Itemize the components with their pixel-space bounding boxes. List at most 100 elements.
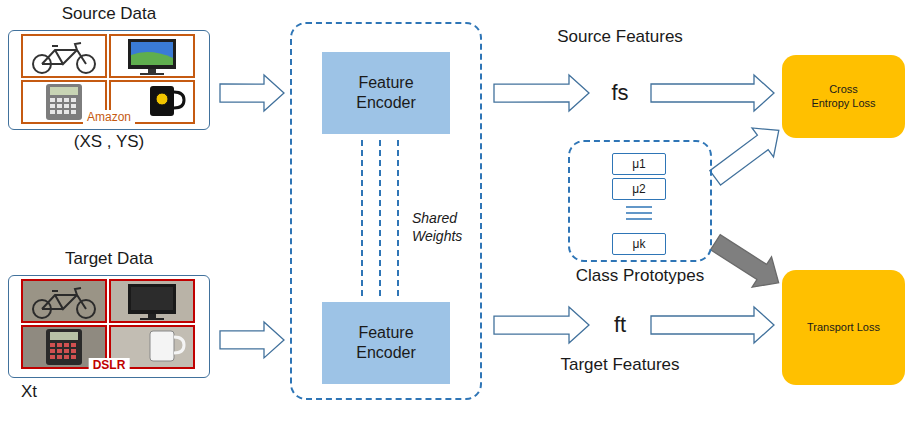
calculator-picture <box>50 349 55 353</box>
monitor-picture <box>140 318 164 320</box>
calculator-picture <box>57 98 62 102</box>
shared-weight-lines <box>362 140 398 296</box>
calculator-picture <box>46 84 82 120</box>
amazon-photo-collage <box>22 35 194 123</box>
shared-weight-lines <box>379 140 381 296</box>
calculator-picture <box>50 332 78 340</box>
box-label: Cross Entropy Loss <box>810 83 878 111</box>
monitor-picture <box>128 39 176 69</box>
encoder-box: Feature Encoder <box>322 52 450 134</box>
dashed-group: Shared WeightsFeature EncoderFeature Enc… <box>290 22 482 400</box>
dataset-tag: Amazon <box>83 110 135 124</box>
block-arrow <box>711 235 779 288</box>
dslr-photo-collage <box>110 280 194 322</box>
feature-heading: Target Features <box>560 355 679 375</box>
box-heading: Source Data <box>9 4 209 24</box>
shared-weight-lines <box>397 140 399 296</box>
calculator-picture <box>64 355 69 359</box>
box-label: Feature Encoder <box>338 73 434 113</box>
block-arrow <box>710 128 779 185</box>
prototype-label: μ2 <box>632 182 646 196</box>
math-label: Xt <box>21 382 37 402</box>
monitor-picture <box>128 284 176 314</box>
calculator-picture <box>46 84 82 120</box>
dslr-photo-collage <box>22 280 194 368</box>
calculator-picture <box>71 104 76 108</box>
annotation: Shared Weights <box>412 210 476 245</box>
calculator-picture <box>50 98 55 102</box>
monitor-picture <box>131 287 173 310</box>
monitor-picture <box>148 314 156 318</box>
ellipsis-lines <box>626 212 652 214</box>
calculator-picture <box>64 110 69 114</box>
block-arrow <box>220 322 284 358</box>
block-arrow <box>494 75 589 111</box>
calculator-picture <box>57 110 62 114</box>
dslr-photo-collage <box>22 280 106 322</box>
mug-picture <box>156 93 168 105</box>
mug-picture <box>174 92 184 108</box>
block-arrow <box>651 75 774 111</box>
block-arrow <box>220 75 284 111</box>
feature-node: ftTarget Features <box>595 305 645 345</box>
math-label: (XS , YS) <box>9 132 209 152</box>
calculator-picture <box>71 98 76 102</box>
calculator-picture <box>64 98 69 102</box>
calculator-picture <box>71 110 76 114</box>
bicycle-picture <box>42 288 86 309</box>
box-heading: Target Data <box>9 249 209 269</box>
bicycle-picture <box>42 43 86 64</box>
calculator-picture <box>46 329 82 365</box>
mug-picture <box>150 86 174 116</box>
monitor-picture <box>131 42 173 65</box>
ellipsis-lines <box>626 218 652 220</box>
mug-picture <box>174 337 184 353</box>
calculator-picture <box>64 104 69 108</box>
ellipsis-lines <box>626 207 652 219</box>
calculator-picture <box>50 110 55 114</box>
mug-picture <box>150 86 184 116</box>
mug-picture <box>150 331 174 361</box>
calculator-picture <box>57 355 62 359</box>
encoder-box: Feature Encoder <box>322 302 450 384</box>
calculator-picture <box>50 104 55 108</box>
amazon-photo-collage <box>22 35 106 77</box>
loss-box: Cross Entropy Loss <box>782 55 905 138</box>
calculator-picture <box>50 355 55 359</box>
loss-box: Transport Loss <box>782 270 905 385</box>
calculator-picture <box>57 104 62 108</box>
calculator-picture <box>50 343 76 359</box>
calculator-picture <box>50 87 78 95</box>
feature-node: Source Featuresfs <box>595 73 645 113</box>
feature-symbol: fs <box>611 80 628 106</box>
monitor-picture <box>148 69 156 73</box>
dataset-frame: Source DataAmazon(XS , YS) <box>8 30 210 130</box>
feature-symbol: ft <box>614 312 626 338</box>
block-arrow <box>494 307 589 343</box>
mug-picture <box>150 331 184 361</box>
ellipsis-lines <box>626 206 652 208</box>
calculator-picture <box>50 343 55 347</box>
monitor-picture <box>128 284 176 320</box>
calculator-picture <box>64 349 69 353</box>
calculator-picture <box>64 343 69 347</box>
monitor-picture <box>131 52 173 65</box>
calculator-picture <box>46 329 82 365</box>
prototype-label: μk <box>633 237 646 251</box>
bicycle-picture <box>33 43 95 73</box>
monitor-picture <box>128 39 176 75</box>
box-label: Transport Loss <box>807 321 880 335</box>
prototype-box: μ2 <box>612 178 666 200</box>
calculator-picture <box>57 343 62 347</box>
calculator-picture <box>71 355 76 359</box>
calculator-picture <box>71 343 76 347</box>
prototype-box: μk <box>612 233 666 255</box>
calculator-picture <box>57 349 62 353</box>
shared-weight-lines <box>361 140 363 296</box>
group-heading: Class Prototypes <box>576 266 705 286</box>
dashed-group: Class Prototypesμ1μ2μk <box>568 140 712 262</box>
prototype-box: μ1 <box>612 153 666 175</box>
bicycle-picture <box>33 288 95 318</box>
amazon-photo-collage <box>110 35 194 77</box>
